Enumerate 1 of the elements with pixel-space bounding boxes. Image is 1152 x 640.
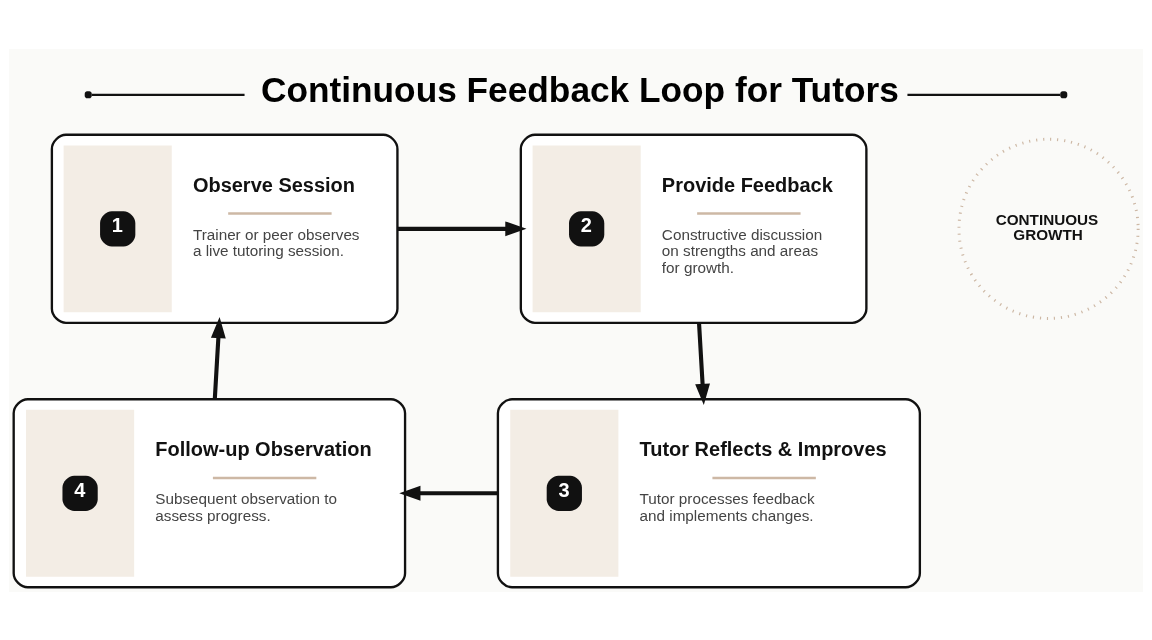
diagram-title: Continuous Feedback Loop for Tutors [261, 69, 899, 109]
